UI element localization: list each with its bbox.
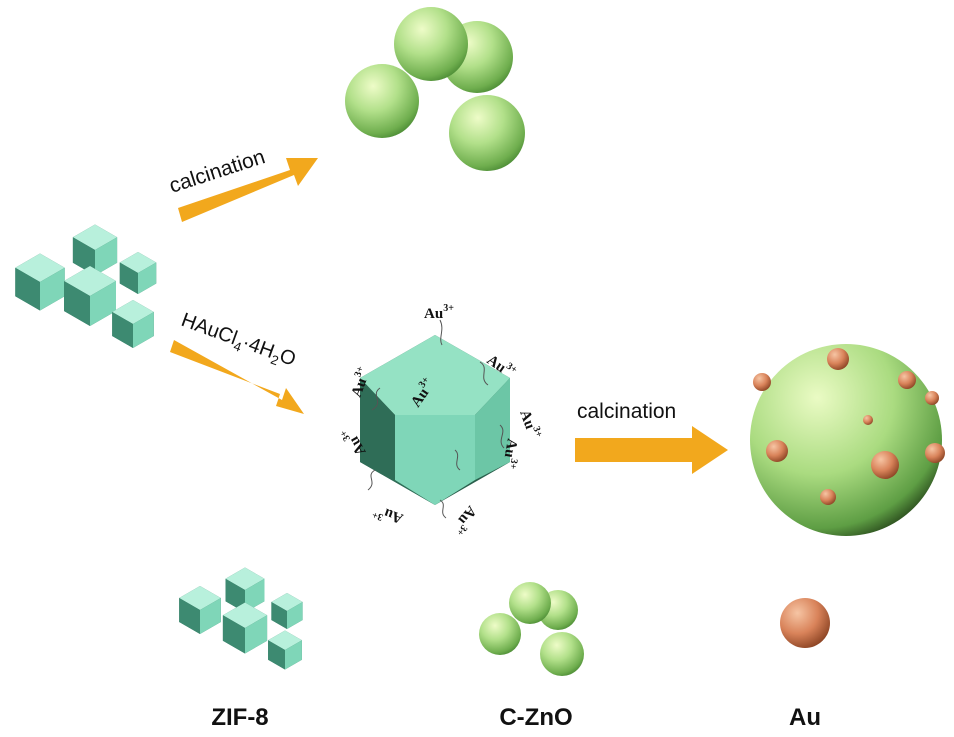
au-particle — [898, 371, 916, 389]
zno-sphere — [394, 7, 468, 81]
arrow-shape — [178, 158, 318, 222]
arrow-shape — [575, 426, 728, 474]
zif8-au-precursor: Au3+ Au3+ Au3+ Au3+ Au3+ Au3+ Au3+ Au3+ … — [338, 303, 545, 538]
au-particle — [827, 348, 849, 370]
legend-label: ZIF-8 — [211, 704, 268, 731]
reagent-label: HAuCl4·4H2O — [177, 309, 298, 374]
au-zno-composite — [750, 344, 945, 536]
calcined-zno-cluster — [345, 7, 525, 171]
au-particle — [863, 415, 873, 425]
zno-large-sphere — [750, 344, 942, 536]
zno-sphere — [509, 582, 551, 624]
au-particle — [753, 373, 771, 391]
au-particle — [820, 489, 836, 505]
zif8-cluster-icon — [179, 567, 303, 670]
top-calcination-arrow: calcination — [166, 145, 318, 222]
zno-sphere — [449, 95, 525, 171]
zno-sphere — [479, 613, 521, 655]
zif8-cluster-left — [15, 224, 157, 348]
legend-czno: C-ZnO — [479, 582, 584, 731]
au-ion: Au3+ — [499, 437, 523, 470]
au-particle-icon — [780, 598, 830, 648]
zno-sphere — [540, 632, 584, 676]
au-particle — [925, 391, 939, 405]
au-particle — [871, 451, 899, 479]
right-calcination-arrow: calcination — [575, 400, 728, 474]
zno-sphere — [345, 64, 419, 138]
legend-au: Au — [780, 598, 830, 731]
legend-label: C-ZnO — [499, 704, 572, 731]
au-ion: Au3+ — [516, 407, 544, 442]
zno-cluster-icon — [479, 582, 584, 676]
legend-zif8: ZIF-8 — [179, 567, 303, 731]
au-particle — [925, 443, 945, 463]
reagent-arrow: HAuCl4·4H2O — [170, 309, 304, 414]
arrow-shape — [170, 340, 304, 414]
au-ion: Au3+ — [346, 365, 374, 400]
legend-label: Au — [789, 704, 821, 731]
au-ion: Au3+ — [448, 502, 482, 537]
right-arrow-label: calcination — [577, 400, 676, 423]
au-ion: Au3+ — [424, 303, 454, 322]
au-ion: Au3+ — [371, 501, 406, 529]
au-particle — [766, 440, 788, 462]
